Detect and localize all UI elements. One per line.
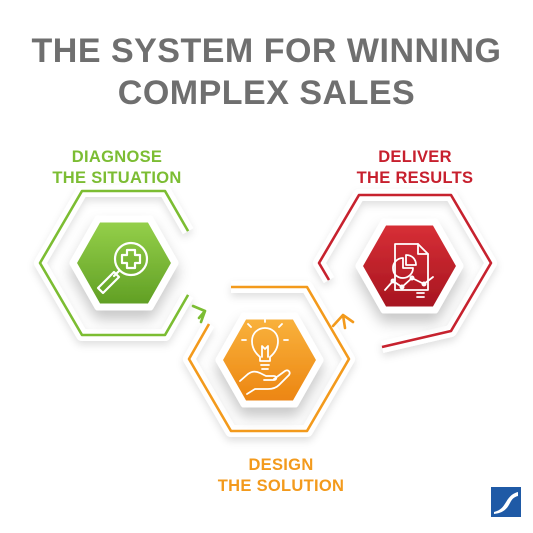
design-outer-ring xyxy=(183,281,355,437)
lightbulb-hand-icon xyxy=(239,317,291,395)
deliver-label-line-1: DELIVER xyxy=(378,148,452,166)
deliver-label-line-2: THE RESULTS xyxy=(356,169,474,187)
company-logo xyxy=(491,487,521,517)
title-line-2: COMPLEX SALES xyxy=(117,74,416,112)
title-line-1: THE SYSTEM FOR WINNING xyxy=(31,32,502,70)
diagnose-label-line-2: THE SITUATION xyxy=(52,169,182,187)
design-label-line-1: DESIGN xyxy=(248,456,314,474)
design-label: DESIGN THE SOLUTION xyxy=(196,455,366,497)
deliver-label: DELIVER THE RESULTS xyxy=(330,147,500,189)
design-arrow-icon xyxy=(331,313,355,330)
page-title: THE SYSTEM FOR WINNING COMPLEX SALES xyxy=(0,30,533,114)
magnifier-plus-icon xyxy=(96,241,149,295)
design-label-line-2: THE SOLUTION xyxy=(217,477,345,495)
report-chart-icon xyxy=(384,243,434,298)
deliver-hexagon xyxy=(355,218,464,314)
diagnose-label-line-1: DIAGNOSE xyxy=(71,148,163,166)
diagnose-arrow-icon xyxy=(191,304,207,324)
diagnose-outer-ring xyxy=(34,185,194,341)
deliver-outer-ring xyxy=(313,189,497,353)
diagnose-label: DIAGNOSE THE SITUATION xyxy=(32,147,202,189)
